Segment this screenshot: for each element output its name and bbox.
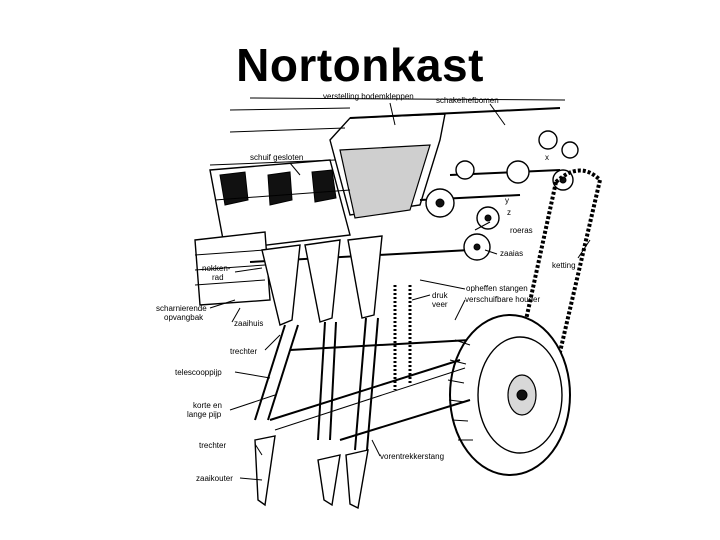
label-opvangbak: opvangbak [164, 313, 204, 322]
label-zaaikouter: zaaikouter [196, 474, 233, 483]
cam-wheels [194, 231, 271, 306]
label-z: z [507, 208, 511, 217]
label-opheffen-stangen: opheffen stangen [466, 284, 528, 293]
label-korte-en: korte en [193, 401, 222, 410]
label-ketting: ketting [552, 261, 576, 270]
land-wheel [447, 314, 571, 476]
label-verstelling-bodemkleppen: verstelling bodemkleppen [323, 92, 414, 101]
gear-train [425, 130, 579, 261]
label-y: y [505, 196, 509, 205]
label-scharnierende: scharnierende [156, 304, 207, 313]
label-telescooppijp: telescooppijp [175, 368, 222, 377]
label-verschuifbare-houder: verschuifbare houder [465, 295, 540, 304]
label-zaaihuis: zaaihuis [234, 319, 263, 328]
slide-title: Nortonkast [236, 39, 484, 91]
label-trechter-2: trechter [199, 441, 226, 450]
pressure-springs [393, 285, 412, 390]
label-schakelhefbomen: schakelhefbomen [436, 96, 499, 105]
shutter-boxes [209, 159, 351, 251]
label-roeras: roeras [510, 226, 533, 235]
label-schuif-gesloten: schuif gesloten [250, 153, 303, 162]
label-x: x [545, 153, 549, 162]
label-zaaias: zaaias [500, 249, 523, 258]
label-lange-pijp: lange pijp [187, 410, 222, 419]
label-veer: veer [432, 300, 448, 309]
coulter-units [254, 235, 471, 510]
label-nokken: nokken- [202, 264, 231, 273]
label-trechter-1: trechter [230, 347, 257, 356]
diagram-labels: verstelling bodemkleppen schakelhefbomen… [156, 92, 576, 483]
leader-lines [209, 102, 591, 481]
label-rad: rad [212, 273, 224, 282]
label-druk: druk [432, 291, 449, 300]
label-vorentrekkerstang: vorentrekkerstang [380, 452, 444, 461]
